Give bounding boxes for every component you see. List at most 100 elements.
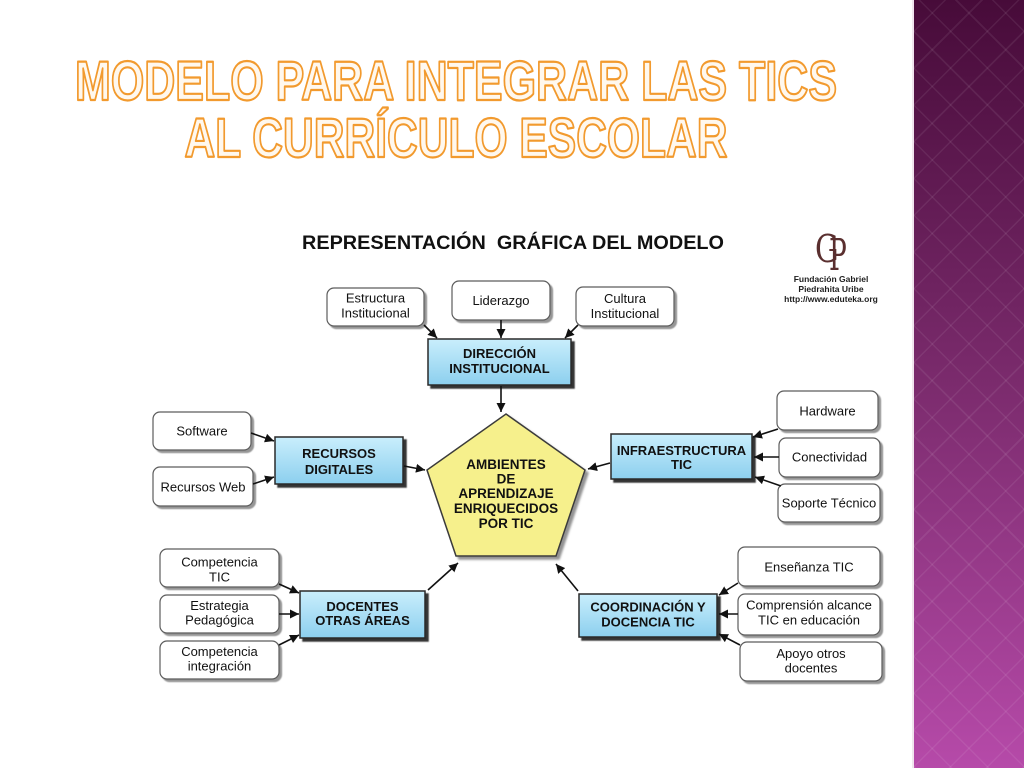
logo-url: http://www.eduteka.org [784, 294, 878, 304]
box-label: Institucional [341, 306, 410, 321]
box-label: Cultura [604, 291, 647, 306]
center-pentagon [426, 413, 586, 557]
box-soporte-tecnico: Soporte Técnico [777, 483, 881, 523]
arrow-ensenanza-to-coordinacion [718, 582, 739, 596]
decorative-side-band [912, 0, 1024, 768]
arrow-competencia-tic-to-docentes [278, 583, 300, 594]
box-frame [159, 548, 280, 588]
hub-label: DOCENTES [326, 599, 399, 614]
arrow-infraestructura-to-center [587, 462, 611, 471]
box-label: Apoyo otros [776, 646, 846, 661]
box-ensenanza-tic: Enseñanza TIC [737, 546, 881, 587]
box-frame [152, 466, 254, 507]
box-label: Pedagógica [185, 613, 254, 628]
box-frame [737, 546, 881, 587]
hub-label: INFRAESTRUCTURA [617, 443, 747, 458]
arrow-soporte-to-infraestructura [754, 475, 782, 487]
hub-frame [427, 338, 572, 386]
arrow-coordinacion-to-center [555, 563, 579, 592]
hub-label: DIRECCIÓN [463, 346, 536, 361]
box-hardware: Hardware [776, 390, 879, 431]
box-competencia-integracion: Competencia integración [159, 640, 280, 680]
arrow-docentes-to-center [427, 562, 459, 591]
box-label: Software [176, 424, 227, 439]
arrow-recursos-to-center [403, 463, 426, 473]
hub-infraestructura-tic: INFRAESTRUCTURA TIC [610, 433, 753, 480]
box-frame [152, 411, 252, 451]
title-line-2: AL CURRÍCULO ESCOLAR [185, 106, 728, 169]
box-estrategia-pedagogica: Estrategia Pedagógica [159, 594, 280, 634]
hub-label: RECURSOS [302, 446, 376, 461]
hub-label: COORDINACIÓN Y [590, 600, 706, 615]
hub-coordinacion-docencia-tic: COORDINACIÓN Y DOCENCIA TIC [578, 593, 718, 638]
model-diagram: REPRESENTACIÓN GRÁFICA DEL MODELO G P Fu… [152, 227, 883, 682]
box-label: integración [188, 659, 252, 674]
box-label: Comprensión alcance [746, 598, 872, 613]
box-cultura-institucional: Cultura Institucional [575, 286, 675, 327]
hub-recursos-digitales: RECURSOS DIGITALES [274, 436, 404, 485]
box-label: Competencia [181, 644, 258, 659]
hub-label: OTRAS ÁREAS [315, 613, 410, 628]
hub-frame [274, 436, 404, 485]
box-conectividad: Conectividad [778, 437, 881, 478]
box-label: TIC [209, 570, 230, 585]
box-frame [575, 286, 675, 327]
hub-label: DIGITALES [305, 462, 374, 477]
hub-label: INSTITUCIONAL [449, 361, 549, 376]
box-label: Enseñanza TIC [764, 560, 853, 575]
arrow-estructura-to-direccion [423, 324, 438, 339]
arrow-recursos-web-to-recursos [252, 475, 275, 485]
center-label: AMBIENTES [466, 457, 546, 472]
box-frame [739, 641, 883, 682]
box-label: Hardware [799, 404, 855, 419]
hub-frame [299, 590, 426, 639]
hub-frame [578, 593, 718, 638]
logo-monogram-g: G [815, 227, 839, 272]
box-frame [326, 287, 425, 327]
logo-org-line-2: Piedrahita Uribe [798, 284, 863, 294]
box-comprension-alcance: Comprensión alcance TIC en educación [737, 593, 881, 636]
center-ambientes-aprendizaje: AMBIENTES DE APRENDIZAJE ENRIQUECIDOS PO… [426, 413, 586, 557]
center-label: APRENDIZAJE [458, 486, 553, 501]
box-label: Liderazgo [472, 293, 529, 308]
hub-direccion-institucional: DIRECCIÓN INSTITUCIONAL [427, 338, 572, 386]
box-label: Institucional [591, 306, 660, 321]
box-estructura-institucional: Estructura Institucional [326, 287, 425, 327]
slide-title: MODELO PARA INTEGRAR LAS TICS AL CURRÍCU… [74, 48, 838, 170]
box-label: Estructura [346, 291, 406, 306]
box-apoyo-otros-docentes: Apoyo otros docentes [739, 641, 883, 682]
logo-monogram-p: P [829, 229, 847, 281]
hub-label: DOCENCIA TIC [601, 615, 695, 630]
hub-frame [610, 433, 753, 480]
box-label: Conectividad [792, 450, 867, 465]
box-competencia-tic: Competencia TIC [159, 548, 280, 588]
box-recursos-web: Recursos Web [152, 466, 254, 507]
title-line-1: MODELO PARA INTEGRAR LAS TICS [75, 49, 837, 112]
hub-docentes-otras-areas: DOCENTES OTRAS ÁREAS [299, 590, 426, 639]
arrow-competencia-integracion-to-docentes [278, 634, 300, 646]
center-label: ENRIQUECIDOS [454, 501, 558, 516]
hub-label: TIC [671, 457, 693, 472]
arrow-software-to-recursos [250, 432, 275, 443]
arrow-apoyo-to-coordinacion [718, 633, 741, 646]
box-frame [777, 483, 881, 523]
center-label: POR TIC [479, 516, 534, 531]
fundacion-logo: G P Fundación Gabriel Piedrahita Uribe h… [784, 227, 878, 304]
box-label: Recursos Web [160, 480, 245, 495]
logo-org-line-1: Fundación Gabriel [794, 274, 869, 284]
box-label: docentes [785, 661, 838, 676]
center-label: DE [497, 472, 516, 487]
box-label: Soporte Técnico [782, 496, 876, 511]
box-liderazgo: Liderazgo [451, 280, 551, 321]
box-frame [776, 390, 879, 431]
arrow-hardware-to-infraestructura [752, 428, 779, 439]
arrow-cultura-to-direccion [564, 324, 579, 339]
diagram-heading: REPRESENTACIÓN GRÁFICA DEL MODELO [302, 232, 724, 254]
box-software: Software [152, 411, 252, 451]
box-label: Competencia [181, 555, 258, 570]
box-label: Estrategia [190, 598, 249, 613]
box-label: TIC en educación [758, 613, 860, 628]
box-frame [159, 640, 280, 680]
connector-arrows [250, 320, 782, 646]
